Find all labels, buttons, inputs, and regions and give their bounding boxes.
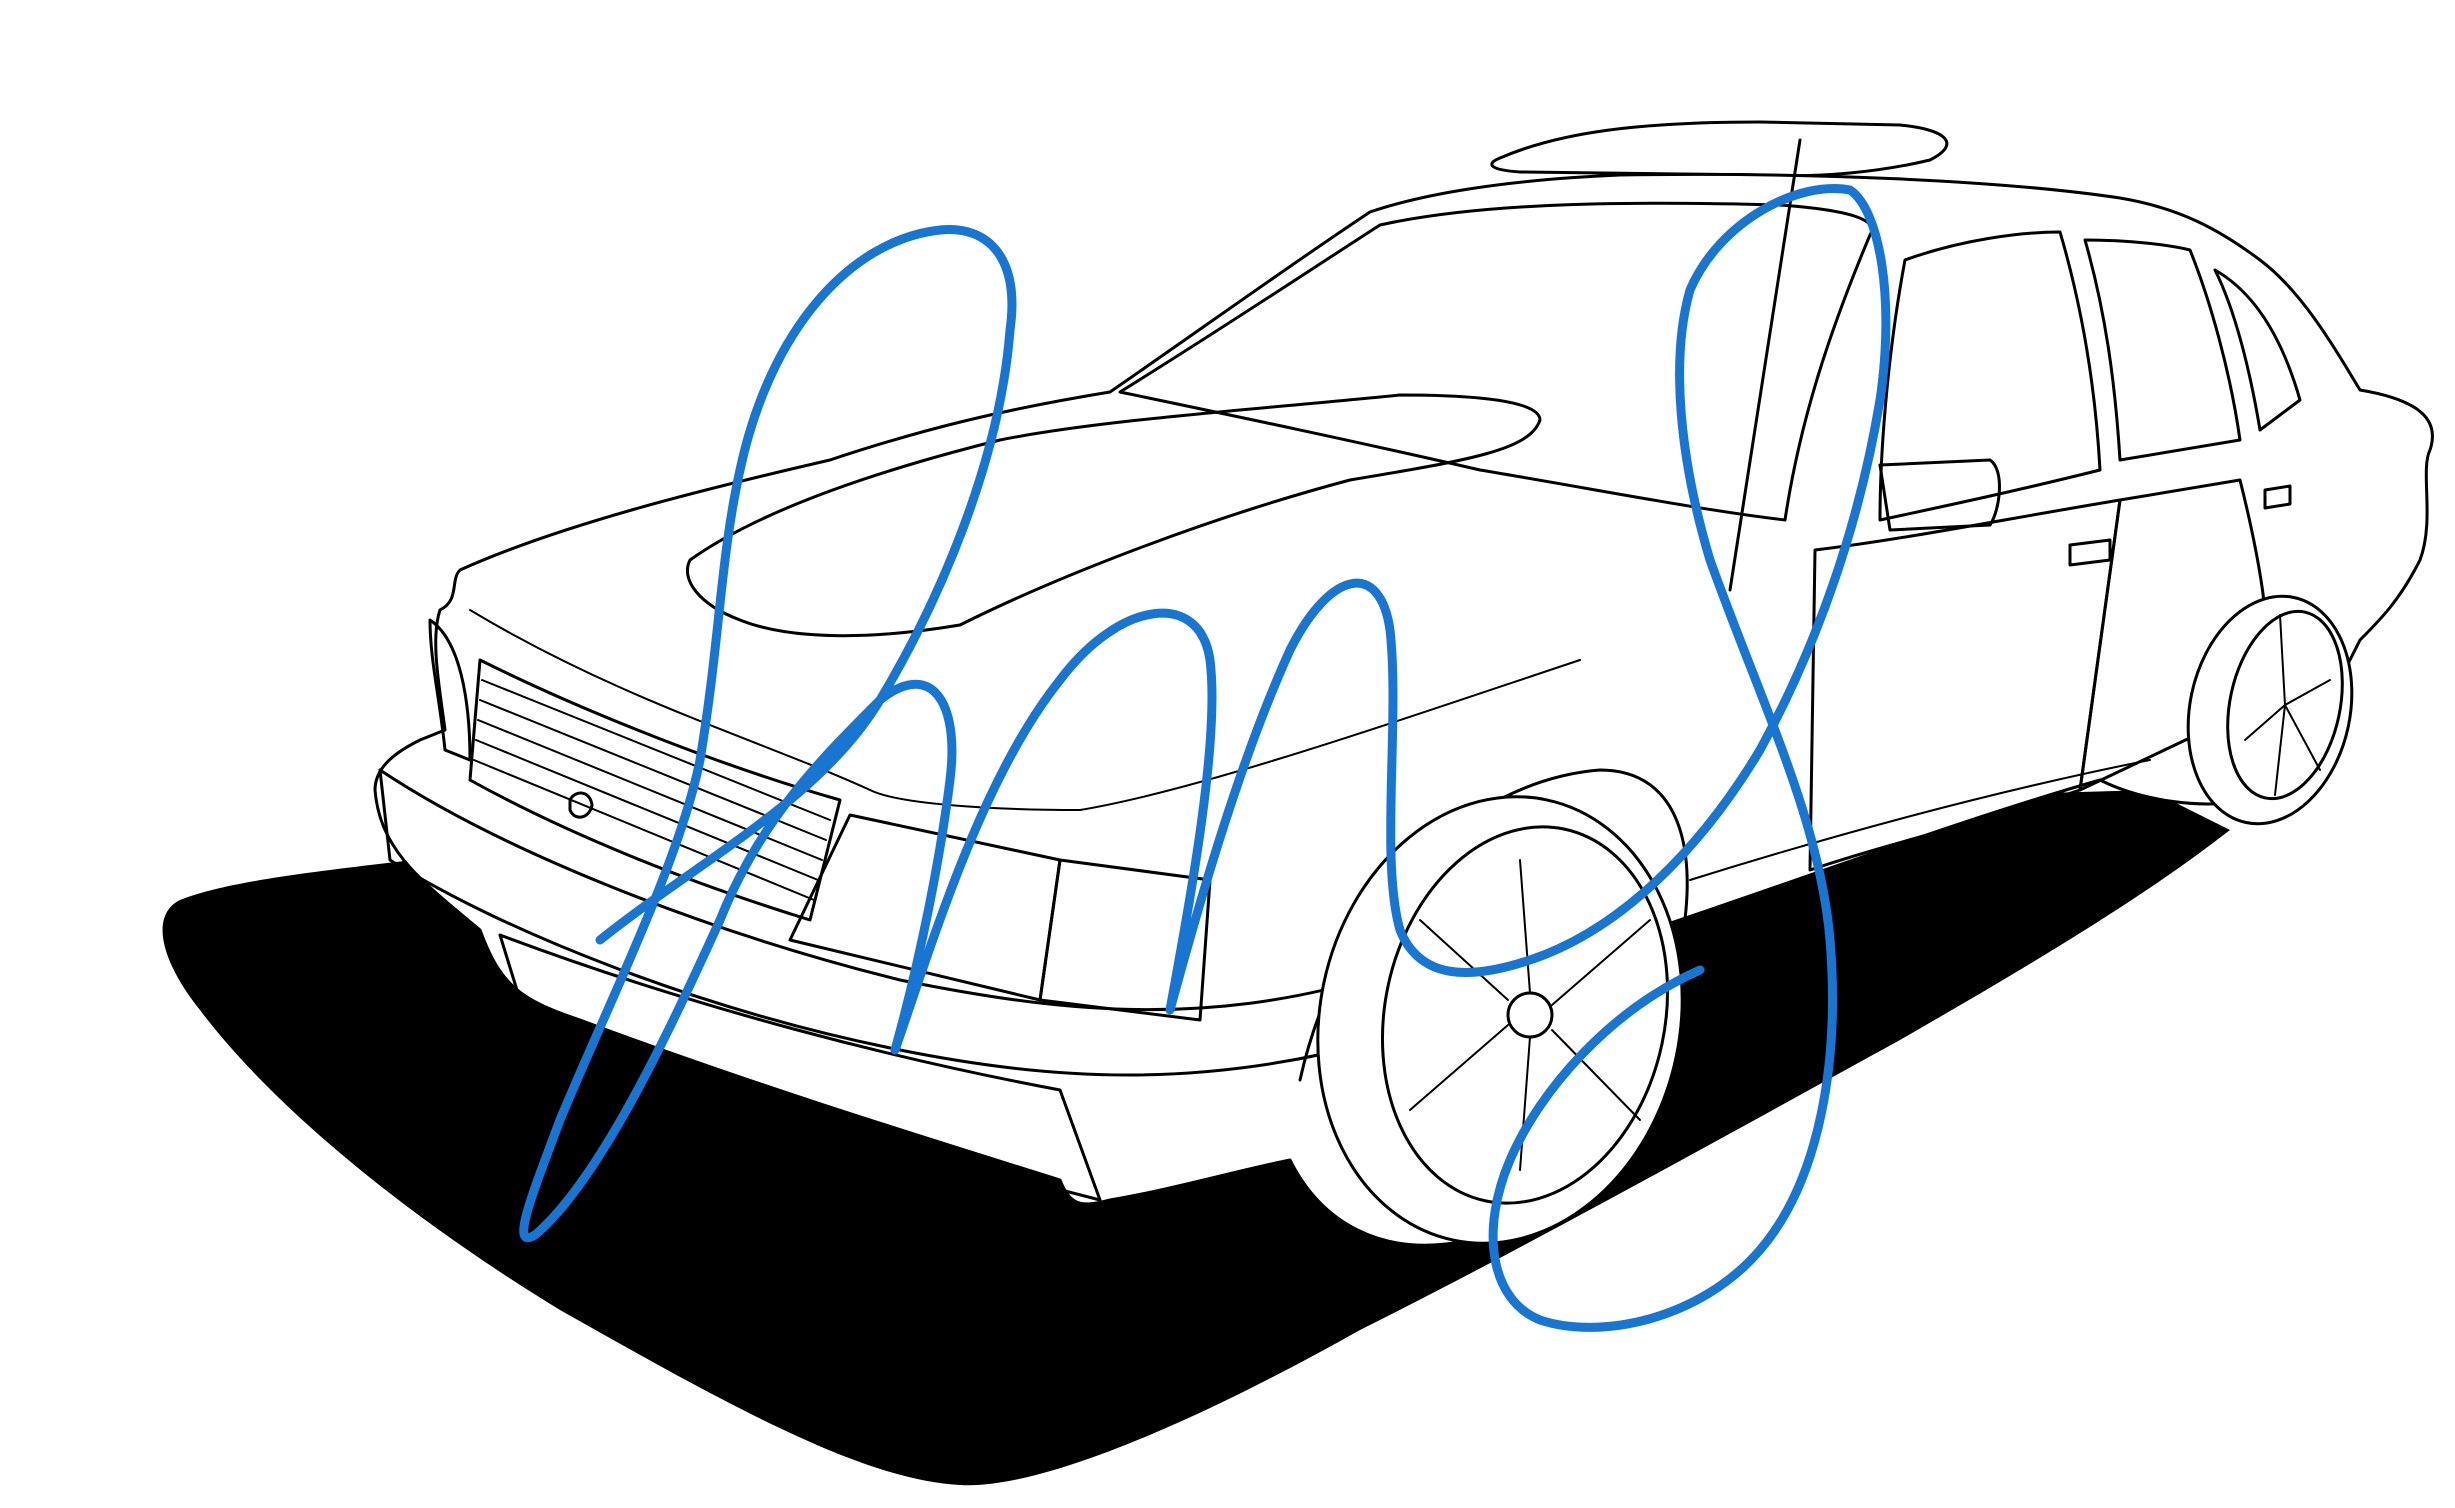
- bumper-lip: [498, 933, 1102, 1202]
- front-rim: [1380, 825, 1670, 1205]
- front-spokes: [1409, 859, 1651, 1171]
- grille-badge: [568, 791, 594, 819]
- headlight-right: [1038, 858, 1212, 1022]
- rear-door-window: [2083, 238, 2242, 462]
- windshield: [1118, 201, 1874, 522]
- scribble-stroke-right: [1488, 935, 1837, 1332]
- front-door-handle: [2068, 538, 2112, 567]
- side-headlight: [428, 618, 472, 762]
- hood-crease: [469, 609, 1581, 811]
- front-tire: [1316, 795, 1684, 1245]
- rear-rim: [2226, 609, 2344, 801]
- rear-door-handle: [2263, 484, 2292, 510]
- quarter-window: [2213, 268, 2302, 432]
- scribble-stroke-middle: [890, 184, 1891, 1055]
- antenna: [1728, 138, 1802, 592]
- front-wheel: [1316, 795, 1684, 1245]
- rear-tire: [2186, 594, 2354, 826]
- rear-spokes: [2244, 614, 2331, 796]
- grille: [468, 658, 842, 922]
- car-body: [373, 120, 2434, 1247]
- scribble-stroke-left: [519, 225, 1017, 1242]
- front-door-window: [1878, 230, 2102, 522]
- roof-spoiler: [1490, 120, 1949, 178]
- hood-scoop: [686, 393, 1542, 638]
- blue-scribble: [519, 184, 1891, 1332]
- side-mirror: [1878, 458, 2001, 532]
- side-sill: [1689, 759, 2151, 881]
- rear-wheel: [2186, 594, 2354, 826]
